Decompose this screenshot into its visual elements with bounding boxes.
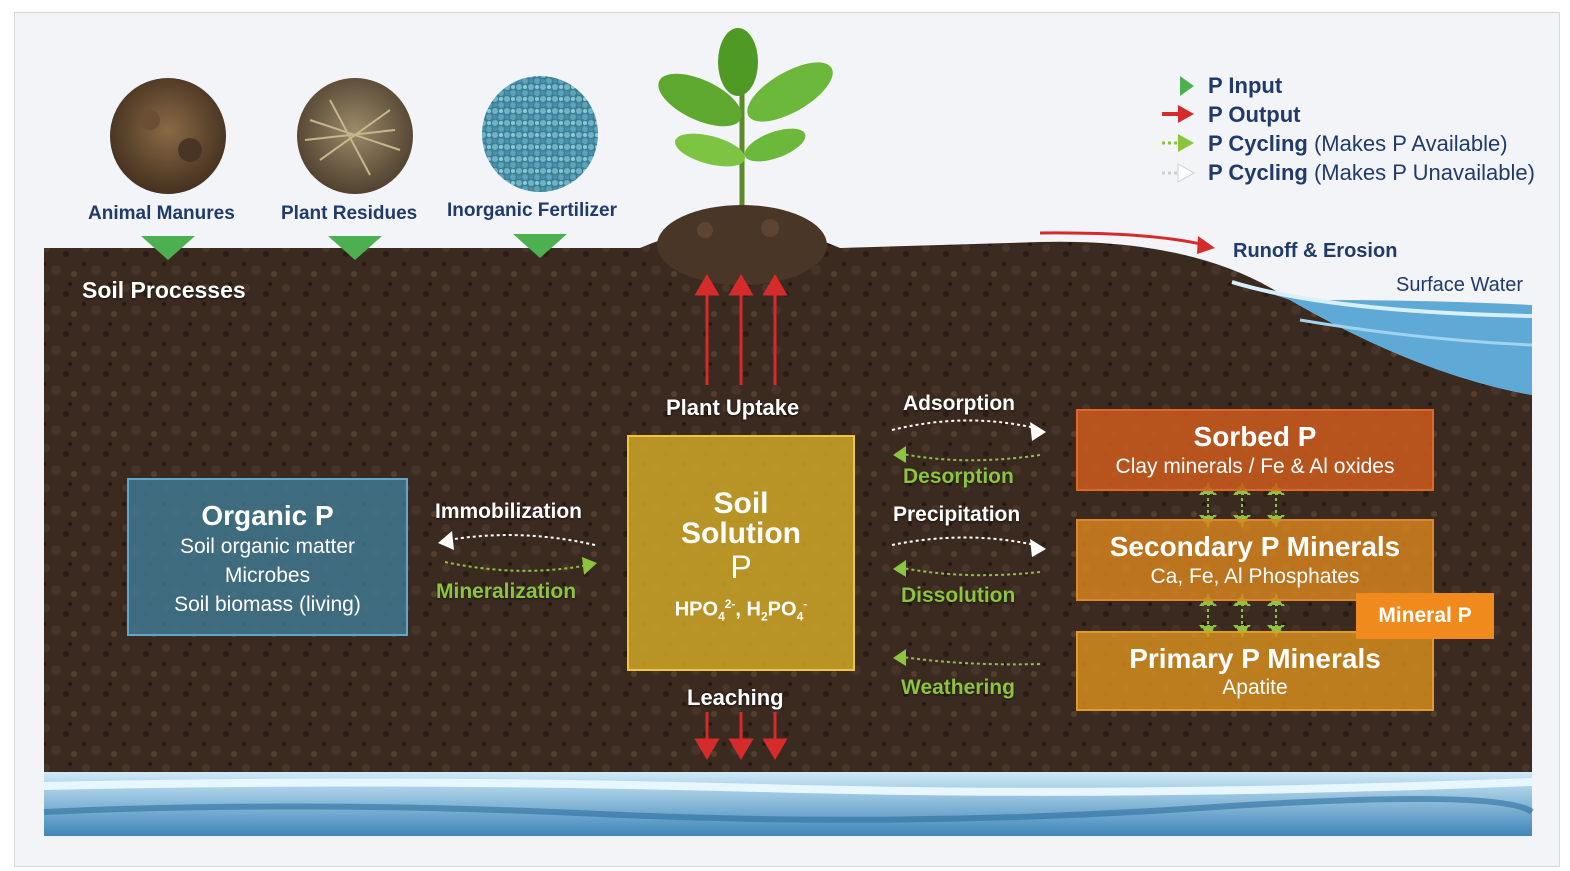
input-arrow-manure xyxy=(141,236,195,260)
legend-input-icon xyxy=(1180,76,1194,96)
leaching-arrows xyxy=(694,712,788,760)
mineralization-label: Mineralization xyxy=(436,580,577,603)
sorbed-p-subtitle: Clay minerals / Fe & Al oxides xyxy=(1115,455,1395,478)
desorption-label: Desorption xyxy=(903,465,1014,488)
legend-cycling-unavailable-main: P Cycling xyxy=(1208,160,1308,185)
sorbed-p-pool: Sorbed P Clay minerals / Fe & Al oxides xyxy=(1076,409,1434,491)
soil-processes-label: Soil Processes xyxy=(82,277,246,303)
legend-cycling-unavailable-icon xyxy=(1162,163,1196,183)
source-label-residues: Plant Residues xyxy=(281,203,418,224)
adsorption-label: Adsorption xyxy=(903,392,1015,415)
soil-solution-title-2: Solution xyxy=(681,517,801,550)
mineralization-arrow xyxy=(444,561,589,572)
soil-solution-title-3: P xyxy=(730,549,752,585)
source-label-fertilizer: Inorganic Fertilizer xyxy=(447,200,617,221)
dissolution-label: Dissolution xyxy=(901,584,1016,607)
source-label-manures: Animal Manures xyxy=(88,203,235,224)
adsorption-arrow xyxy=(891,419,1036,431)
fertilizer-pellets-photo xyxy=(482,76,598,192)
legend-cycling-available-paren: (Makes P Available) xyxy=(1313,131,1508,156)
sorbed-p-title: Sorbed P xyxy=(1193,421,1317,452)
legend-output-icon xyxy=(1162,105,1194,123)
primary-p-minerals-pool: Primary P Minerals Apatite xyxy=(1076,631,1434,711)
organic-p-title: Organic P xyxy=(201,500,334,531)
organic-p-line-2: Microbes xyxy=(224,564,311,587)
runoff-label: Runoff & Erosion xyxy=(1233,240,1398,262)
mineral-p-badge: Mineral P xyxy=(1356,593,1494,639)
surface-water-label: Surface Water xyxy=(1396,274,1524,296)
soil-solution-p-pool: Soil Solution P HPO42-, H2PO4- xyxy=(627,435,855,671)
surface-water-shape xyxy=(1230,280,1532,395)
secondary-p-title: Secondary P Minerals xyxy=(1109,531,1401,562)
precipitation-arrow xyxy=(891,536,1036,546)
runoff-arrow xyxy=(1039,231,1206,247)
soil-solution-formula: HPO42-, H2PO4- xyxy=(674,597,808,624)
weathering-label: Weathering xyxy=(901,676,1015,699)
precipitation-label: Precipitation xyxy=(893,503,1021,526)
input-arrow-residue xyxy=(328,236,382,260)
legend-cycling-available-main: P Cycling xyxy=(1208,131,1308,156)
plant-uptake-arrows xyxy=(694,274,788,385)
secondary-p-subtitle: Ca, Fe, Al Phosphates xyxy=(1150,565,1360,588)
soil-solution-title-1: Soil xyxy=(713,487,769,520)
organic-p-pool: Organic P Soil organic matter Microbes S… xyxy=(127,478,408,636)
primary-p-subtitle: Apatite xyxy=(1222,676,1288,699)
legend-cycling-unavailable-paren: (Makes P Unavailable) xyxy=(1313,160,1535,185)
leaching-label: Leaching xyxy=(687,685,784,710)
primary-p-title: Primary P Minerals xyxy=(1129,643,1381,674)
immobilization-arrow xyxy=(447,534,596,546)
secondary-p-minerals-pool: Secondary P Minerals Ca, Fe, Al Phosphat… xyxy=(1076,519,1434,601)
input-arrow-fertilizer xyxy=(513,234,567,258)
organic-p-line-1: Soil organic matter xyxy=(179,535,356,558)
plant-seedling xyxy=(657,28,833,285)
immobilization-label: Immobilization xyxy=(435,500,582,523)
plant-uptake-label: Plant Uptake xyxy=(666,395,800,420)
manure-photo xyxy=(110,78,226,194)
legend-cycling-available-icon xyxy=(1162,134,1194,152)
organic-p-line-3: Soil biomass (living) xyxy=(174,593,361,616)
